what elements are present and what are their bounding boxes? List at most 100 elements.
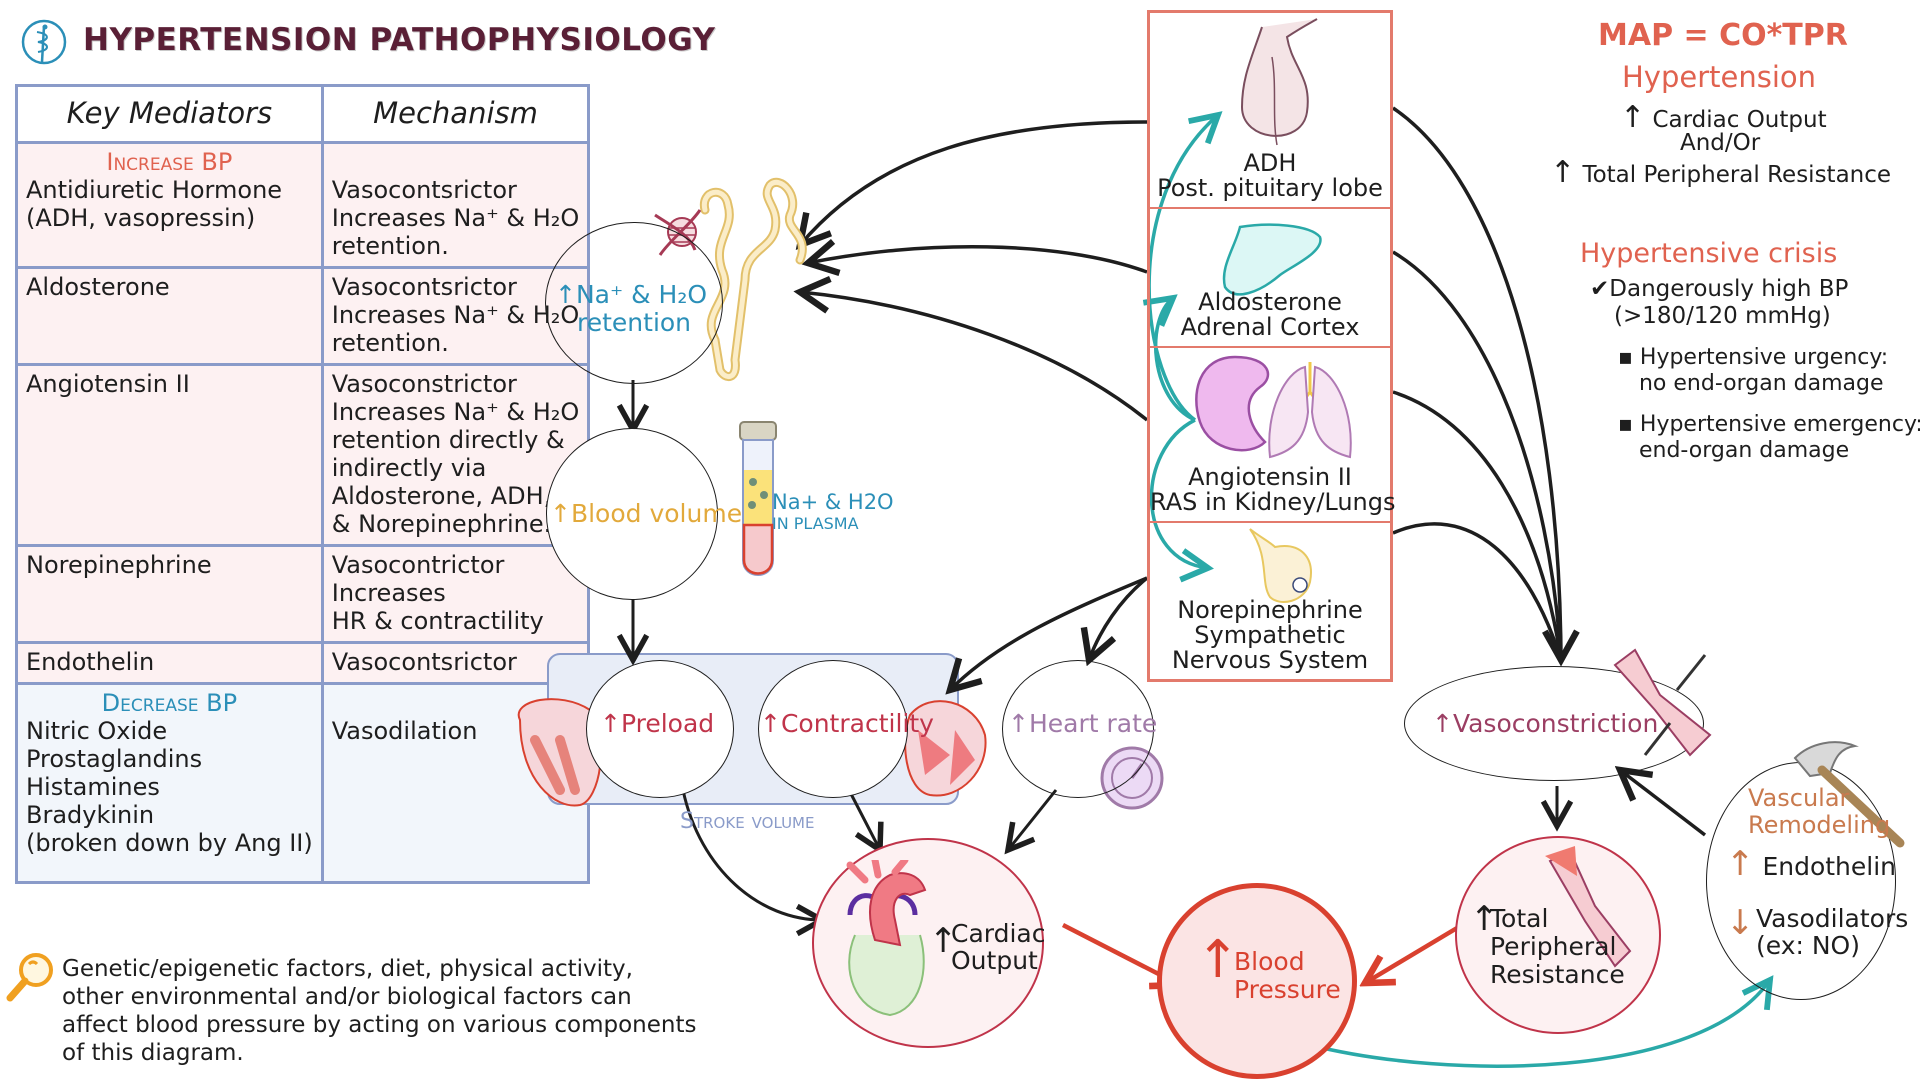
- node-heart-rate-label: ↑Heart rate: [1008, 709, 1158, 738]
- hammer-icon: [1793, 741, 1905, 848]
- mechanism-cell: Vasocontsrictor: [320, 641, 591, 685]
- node-blood-volume: [546, 428, 718, 600]
- caduceus-icon: [21, 19, 67, 65]
- hypertension-line: And/Or: [1680, 130, 1761, 156]
- mechanism-text: Vasocontsrictor: [331, 273, 517, 301]
- mechanism-text: Increases: [331, 579, 446, 607]
- mechanism-text: indirectly via: [331, 454, 487, 482]
- arrow-ne-to-vaso: [1392, 522, 1563, 661]
- arrow-adh-to-kidney: [800, 120, 1148, 245]
- heart-systole-icon: [904, 700, 987, 797]
- node-blood-pressure[interactable]: [1157, 883, 1357, 1079]
- organ-label-line: ADH: [1243, 149, 1297, 177]
- arrow-aldosterone-to-kidney: [808, 247, 1148, 272]
- arrow-ang-to-ne: [1149, 418, 1208, 568]
- mediator-cell: Angiotensin II: [15, 363, 324, 547]
- node-preload[interactable]: [586, 660, 734, 798]
- footnote-line: other environmental and/or biological fa…: [62, 984, 632, 1010]
- mediator-name: Endothelin: [26, 648, 155, 676]
- mediator-name: Histamines: [26, 773, 160, 801]
- organ-label-line: Angiotensin II: [1188, 463, 1352, 491]
- mechanism-text: Vasodilation: [331, 717, 478, 745]
- organ-label-line: Aldosterone: [1198, 288, 1342, 316]
- node-vasoconstriction-label: ↑Vasoconstriction: [1432, 709, 1659, 738]
- mechanism-text: Increases Na⁺ & H₂O: [331, 398, 580, 426]
- stroke-volume-label: Stroke volume: [680, 809, 815, 834]
- node-contractility[interactable]: [758, 660, 908, 798]
- mediator-name: Aldosterone: [26, 273, 170, 301]
- heart-anatomy-icon: [846, 860, 927, 1017]
- node-heart-rate[interactable]: [1002, 660, 1154, 798]
- mediator-cell: Norepinephrine: [15, 544, 324, 644]
- increase-bp-label: Increase BP: [106, 148, 233, 176]
- kidney-lungs-icon: [1195, 355, 1352, 459]
- node-na-retention: [545, 222, 723, 384]
- mechanism-text: Vasoconstrictor: [331, 370, 517, 398]
- page-title: HYPERTENSION PATHOPHYSIOLOGY: [83, 22, 716, 58]
- node-vasoconstriction[interactable]: [1404, 666, 1704, 781]
- arrow-remodel-to-vaso: [1620, 770, 1707, 837]
- heart-diastole-icon: [517, 698, 602, 807]
- decrease-bp-label: Decrease BP: [101, 689, 238, 717]
- mediator-name: Nitric Oxide: [26, 717, 168, 745]
- map-formula: MAP = CO*TPR: [1598, 18, 1848, 53]
- node-na-retention-label: ↑Na⁺ & H₂O retention: [555, 280, 708, 337]
- node-preload-label: ↑Preload: [600, 709, 715, 738]
- pituitary-icon: [1240, 18, 1318, 146]
- mediator-name: (broken down by Ang II): [26, 829, 313, 857]
- mediator-cell: Aldosterone: [15, 266, 324, 366]
- mechanism-text: retention directly &: [331, 426, 565, 454]
- plasma-label: Na+ & H2O IN PLASMA: [772, 490, 894, 534]
- table-header-row: Key Mediators Mechanism: [15, 84, 591, 144]
- arrow-ne-to-contractility: [950, 576, 1148, 690]
- crisis-criteria: ✔Dangerously high BP (>180/120 mmHg): [1590, 276, 1849, 329]
- mechanism-text: retention.: [331, 329, 449, 357]
- arrow-ang-to-vaso: [1392, 390, 1563, 661]
- mechanism-text: Aldosterone, ADH,: [331, 482, 552, 510]
- column-header: Key Mediators: [15, 84, 324, 144]
- mechanism-text: Increases Na⁺ & H₂O: [331, 204, 580, 232]
- hypertension-title: Hypertension: [1622, 60, 1817, 94]
- mechanism-text: & Norepinephrine.: [331, 510, 552, 538]
- mechanism-text: Vasocontsrictor: [331, 648, 517, 676]
- table-row: Endothelin Vasocontsrictor: [15, 641, 591, 685]
- adrenal-gland-icon: [1222, 223, 1322, 296]
- arrow-angiotensin-to-kidney: [800, 292, 1149, 422]
- crisis-bullet-urgency: ▪ Hypertensive urgency: no end-organ dam…: [1618, 345, 1889, 396]
- column-header: Mechanism: [320, 84, 591, 144]
- constricted-vessel-icon: [1545, 846, 1632, 968]
- arrow-tpr-to-bp: [1365, 923, 1464, 983]
- arrow-ne-to-heartrate: [1089, 576, 1149, 660]
- vessel-constriction-icon: [1613, 648, 1712, 757]
- remodeling-endothelin: ↑ Endothelin: [1726, 844, 1897, 884]
- footnote-line: affect blood pressure by acting on vario…: [62, 1012, 697, 1038]
- mediator-name: Bradykinin: [26, 801, 155, 829]
- organ-label-line: Norepinephrine: [1177, 596, 1363, 624]
- mechanism-text: HR & contractility: [331, 607, 544, 635]
- mechanism-text: Vasocontsrictor: [331, 176, 517, 204]
- node-cardiac-output[interactable]: [812, 838, 1044, 1048]
- crisis-bullet-emergency: ▪ Hypertensive emergency: end-organ dama…: [1618, 412, 1920, 463]
- node-blood-pressure-label: ↑ Blood Pressure: [1196, 930, 1341, 1004]
- organ-label-line: Sympathetic: [1194, 621, 1346, 649]
- mediator-name: Antidiuretic Hormone: [26, 176, 283, 204]
- test-tube-icon: [739, 421, 777, 576]
- mediator-name: Norepinephrine: [26, 551, 212, 579]
- node-contractility-label: ↑Contractility: [760, 709, 934, 738]
- remodeling-title: Vascular Remodeling: [1748, 784, 1891, 839]
